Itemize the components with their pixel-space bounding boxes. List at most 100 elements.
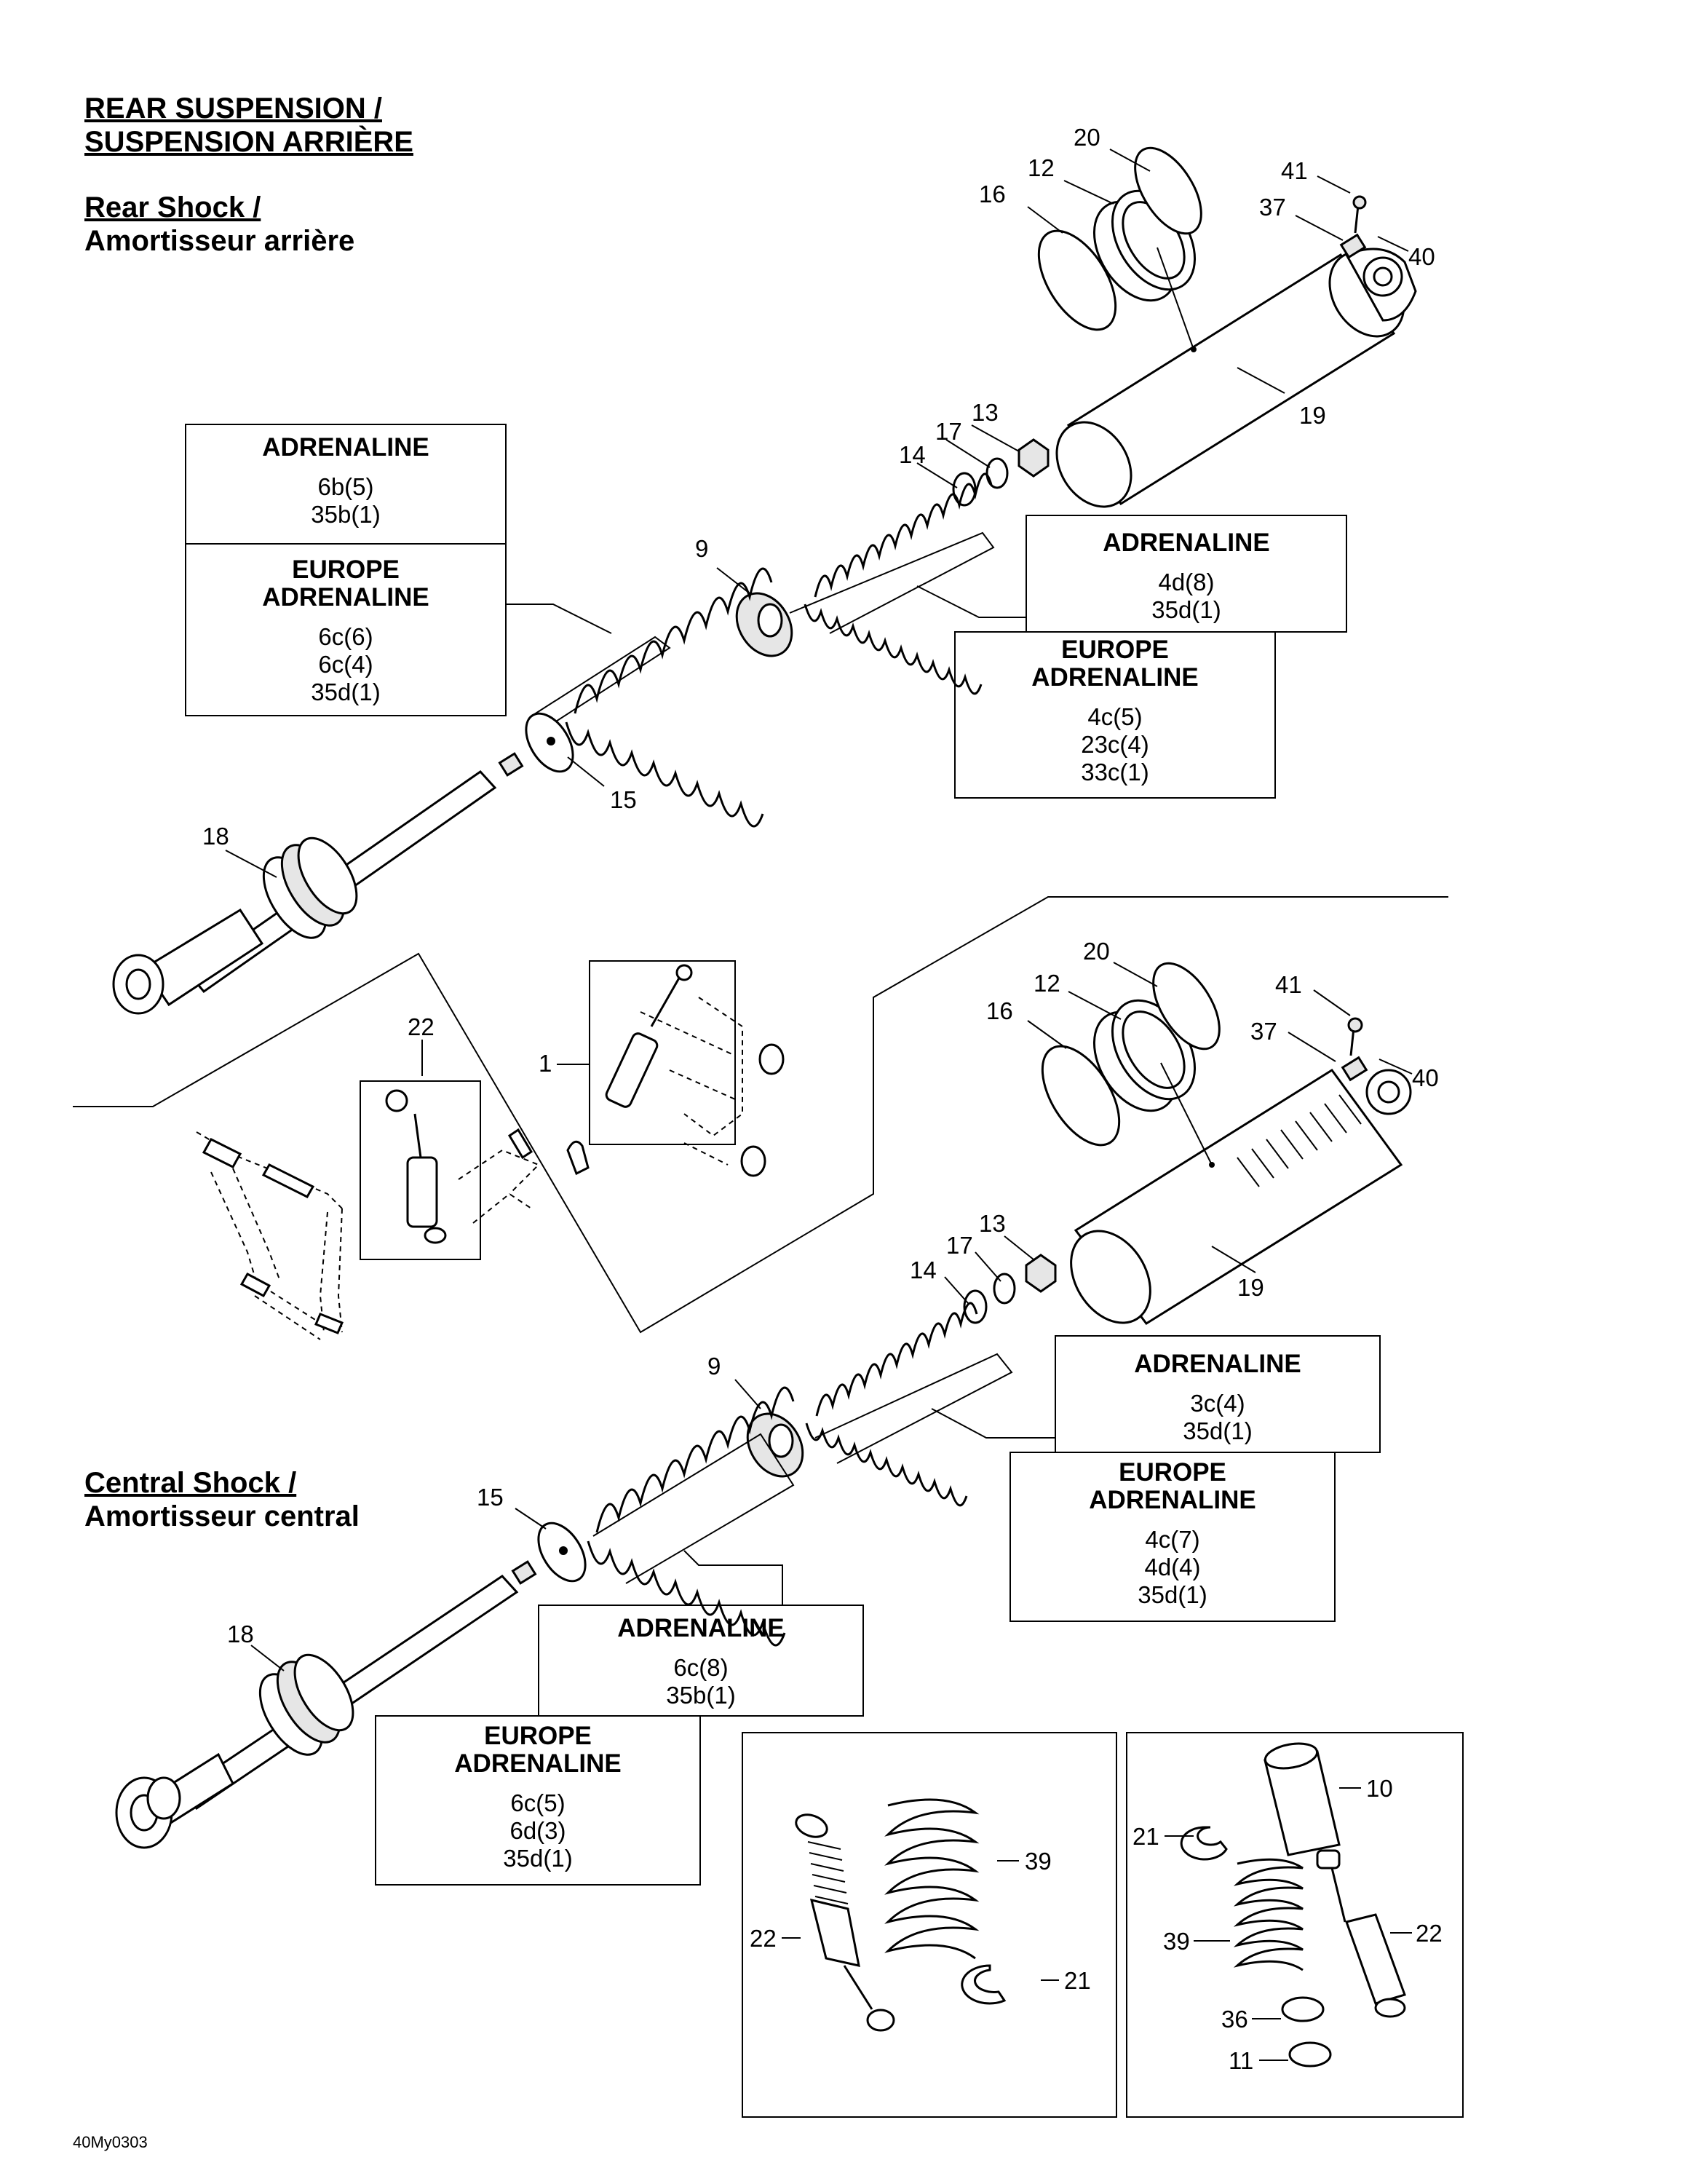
detail-right-clip-21 [1180,1826,1228,1861]
central-washer-17 [993,1273,1016,1305]
central-box-right-b-value-1: 4c(7) [1145,1526,1199,1553]
central-shock-heading-en: Central Shock / [84,1467,296,1499]
rear-callout-41: 41 [1281,157,1308,184]
detail-right-clamp-11 [1288,2041,1332,2068]
rear-callout-40: 40 [1408,243,1435,270]
central-nut-13 [1025,1254,1057,1293]
central-cap-12 [1092,999,1197,1112]
central-box-right-b-title-2: ADRENALINE [1089,1486,1255,1514]
central-disc-20 [1152,962,1221,1051]
rear-box-left-b-title-2: ADRENALINE [262,583,429,612]
cap-12 [1092,189,1197,302]
central-callout-labels: 20 12 16 41 37 40 19 13 17 14 9 15 18 [227,938,1439,1647]
central-box-bottom-a-value-2: 35b(1) [666,1682,735,1709]
central-box-bottom-b-value-2: 6d(3) [509,1817,566,1844]
rear-callout-13: 13 [972,399,999,426]
detail-right-washer-36 [1281,1996,1325,2022]
detail-left-shock-22 [795,1813,895,2032]
title-line-1: REAR SUSPENSION / [84,92,382,124]
central-shock-heading-fr: Amortisseur central [84,1500,360,1532]
central-box-bottom-a: ADRENALINE 6c(8) 35b(1) [538,1550,864,1717]
disc-20 [1134,146,1202,235]
central-callout-41: 41 [1275,971,1302,998]
overview-box-22 [360,1080,481,1260]
rear-box-left-b-value-1: 6c(6) [318,623,373,650]
rear-box-right-b-title-2: ADRENALINE [1031,663,1198,692]
central-callout-14: 14 [910,1257,937,1283]
central-shock-body-19 [1070,1056,1412,1325]
central-box-right-b-value-2: 4d(4) [1144,1554,1200,1580]
central-small-spring [805,1302,978,1507]
central-box-right-b-value-3: 35d(1) [1138,1581,1207,1608]
central-box-right-a-value-1: 3c(4) [1190,1390,1245,1417]
spring-seat-9 [735,592,793,657]
central-callout-40: 40 [1412,1064,1439,1091]
central-callout-13: 13 [979,1210,1006,1237]
detail-right-spring-39 [1233,1858,1304,1971]
detail-left-callout-22: 22 [750,1925,777,1952]
rear-callout-37: 37 [1259,194,1286,221]
rear-callout-20: 20 [1074,124,1100,151]
rear-small-spring [804,472,993,695]
detail-right-callout-11: 11 [1229,2047,1253,2074]
nut-13 [1017,438,1050,478]
rear-callout-leaders [225,149,1409,878]
washer-17 [985,457,1009,489]
shock-body-19 [1055,233,1417,508]
rear-callout-14: 14 [899,441,926,468]
section-divider [73,896,1448,1334]
rear-box-right-a-value-2: 35d(1) [1151,596,1221,623]
central-shock-rod-18 [115,1560,537,1849]
rear-box-right-a-value-1: 4d(8) [1158,569,1214,596]
detail-right-shock-22 [1316,1849,1406,2018]
rear-box-left-b-value-2: 6c(4) [318,651,373,678]
detail-right-callout-36: 36 [1221,2006,1248,2033]
central-callout-16: 16 [986,997,1013,1024]
detail-left-callout-21: 21 [1064,1967,1091,1994]
spacer-15 [525,712,574,773]
central-callout-leaders [250,962,1413,1671]
central-shock-assembly: 20 12 16 41 37 40 19 13 17 14 9 15 18 [115,938,1439,1849]
rear-callout-15: 15 [610,786,637,813]
rear-box-left-b-title-1: EUROPE [292,555,400,584]
overview-callout-22: 22 [408,1013,435,1040]
rear-shock-assembly: 20 12 16 41 37 40 19 13 17 14 9 15 18 [112,124,1435,1015]
central-callout-18: 18 [227,1621,254,1647]
central-box-right-a-title: ADRENALINE [1134,1350,1301,1378]
central-callout-9: 9 [707,1353,721,1380]
skid-frame-sketch [196,1128,590,1340]
detail-panel-right: 10 21 22 39 36 11 [1126,1732,1464,2118]
detail-left-spring-39 [884,1798,980,1960]
rear-box-right-b-value-3: 33c(1) [1081,759,1149,786]
rear-callout-12: 12 [1028,154,1055,181]
detail-right-callout-10: 10 [1366,1775,1393,1802]
shock-rod-18 [112,752,524,1015]
overview-callout-1: 1 [539,1050,552,1077]
rear-shock-heading: Rear Shock / Amortisseur arrière [84,191,354,257]
central-o-ring-16 [1041,1045,1121,1147]
central-callout-20: 20 [1083,938,1110,965]
central-callout-37: 37 [1250,1018,1277,1045]
central-box-right-b-title-1: EUROPE [1119,1458,1226,1487]
central-spacer-15 [537,1522,587,1583]
rear-callout-16: 16 [979,181,1006,207]
rear-callout-labels: 20 12 16 41 37 40 19 13 17 14 9 15 18 [202,124,1435,850]
central-box-right-a-value-2: 35d(1) [1183,1417,1252,1444]
rear-box-left: ADRENALINE 6b(5) 35b(1) EUROPE ADRENALIN… [185,424,612,716]
rear-box-left-b-value-3: 35d(1) [311,678,380,705]
central-shock-heading: Central Shock / Amortisseur central [84,1467,360,1532]
central-box-bottom-a-value-1: 6c(8) [673,1654,728,1681]
rear-callout-18: 18 [202,823,229,850]
screw-41 [1352,195,1367,234]
central-box-bottom-a-title: ADRENALINE [617,1614,784,1642]
detail-right-callout-39: 39 [1163,1928,1190,1955]
detail-right-callout-22: 22 [1416,1920,1443,1947]
detail-right-callout-21: 21 [1132,1823,1159,1850]
overview-box-1 [589,960,785,1177]
rear-box-left-a-title: ADRENALINE [262,433,429,462]
o-ring-16 [1037,229,1117,331]
central-callout-15: 15 [477,1484,504,1511]
central-box-bottom-b-value-3: 35d(1) [503,1845,572,1872]
rear-shock-heading-fr: Amortisseur arrière [84,225,354,257]
